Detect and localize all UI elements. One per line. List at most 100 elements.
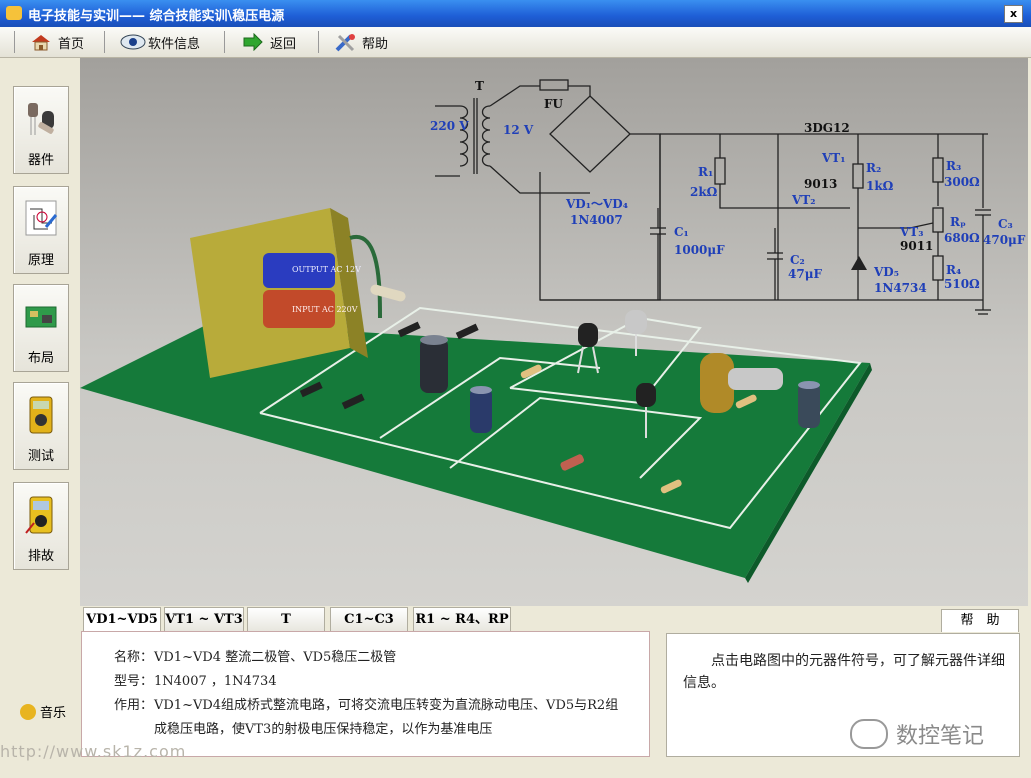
label-12v: 12 V <box>503 123 534 137</box>
toolbar-separator <box>318 31 319 53</box>
tools-icon <box>334 33 356 52</box>
close-button[interactable]: x <box>1004 5 1023 23</box>
info-key: 作用： <box>114 698 154 713</box>
home-label: 首页 <box>58 36 85 52</box>
toolbar-separator <box>104 31 105 53</box>
pcb-board[interactable] <box>80 323 870 578</box>
resistor-models[interactable] <box>520 364 758 495</box>
info-row-model: 型号：1N4007 ，1N4734 <box>114 670 277 689</box>
watermark-text: 数控笔记 <box>896 724 985 749</box>
components-icon <box>24 97 58 141</box>
sidebar-item-layout[interactable]: 布局 <box>13 284 69 372</box>
capacitor-c3-model[interactable] <box>798 381 820 428</box>
back-button[interactable]: 返回 <box>242 30 296 54</box>
title-bar: 电子技能与实训—— 综合技能实训\稳压电源 x <box>0 0 1031 27</box>
house-icon <box>30 33 52 51</box>
music-label: 音乐 <box>40 706 67 721</box>
label-rp[interactable]: Rₚ <box>950 215 966 229</box>
label-vt3[interactable]: VT₃ <box>899 225 924 239</box>
label-220v: 220 V <box>430 119 469 133</box>
sidebar-item-components[interactable]: 器件 <box>13 86 69 174</box>
info-value: VD1~VD4 整流二极管、VD5稳压二极管 <box>154 650 397 665</box>
meter-icon <box>24 493 58 537</box>
label-r3[interactable]: R₃ <box>946 159 961 173</box>
window-title: 电子技能与实训—— 综合技能实训\稳压电源 <box>28 9 285 24</box>
info-row-role-cont: 成稳压电路，使VT3的射极电压保持稳定，以作为基准电压 <box>154 718 492 737</box>
capacitor-c2-model[interactable] <box>470 386 492 433</box>
label-1n4007: 1N4007 <box>570 213 623 227</box>
help-button[interactable]: 帮助 <box>334 30 388 54</box>
watermark: 数控笔记 <box>850 718 984 750</box>
arrow-right-icon <box>242 32 264 52</box>
schematic-icon <box>24 197 58 241</box>
label-fu[interactable]: FU <box>544 97 564 111</box>
label-9011: 9011 <box>900 239 933 253</box>
label-vd5[interactable]: VD₅ <box>873 265 899 279</box>
pcb-trace <box>259 306 862 530</box>
label-c2[interactable]: C₂ <box>790 253 805 267</box>
label-2kohm: 2kΩ <box>690 185 718 199</box>
label-470uf: 470μF <box>983 233 1026 247</box>
toolbar: 首页 软件信息 返回 帮助 <box>0 27 1031 58</box>
info-row-role: 作用：VD1~VD4组成桥式整流电路，可将交流电压转变为直流脉动电压、VD5与R… <box>114 694 618 713</box>
watermark-url: http://www.sk1z.com <box>0 742 187 761</box>
sidebar-item-label: 排故 <box>27 549 54 564</box>
music-button[interactable]: 音乐 <box>20 702 66 721</box>
transformer-label-input: INPUT AC 220V <box>292 305 358 314</box>
eye-icon <box>120 33 146 51</box>
transformer-model[interactable]: OUTPUT AC 12V INPUT AC 220V <box>190 208 407 378</box>
sidebar-item-troubleshoot[interactable]: 排故 <box>13 482 69 570</box>
sidebar-item-test[interactable]: 测试 <box>13 382 69 470</box>
label-c1[interactable]: C₁ <box>674 225 689 239</box>
schematic-labels: T FU 220 V 12 V VD₁～VD₄ 1N4007 C₁ 1000μF… <box>430 79 1026 295</box>
label-t[interactable]: T <box>475 79 484 93</box>
label-510ohm: 510Ω <box>944 277 980 291</box>
transistor-vt2-model[interactable] <box>625 310 647 356</box>
main-stage: OUTPUT AC 12V INPUT AC 220V <box>80 58 1028 606</box>
potentiometer-rp-model[interactable] <box>700 353 783 413</box>
help-tab[interactable]: 帮 助 <box>941 609 1019 632</box>
tab-c1-c3[interactable]: C1~C3 <box>330 607 408 631</box>
circuit-schematic <box>435 79 991 315</box>
info-row-name: 名称：VD1~VD4 整流二极管、VD5稳压二极管 <box>114 646 396 665</box>
help-label: 帮助 <box>362 36 389 52</box>
sidebar-item-label: 器件 <box>27 153 54 168</box>
pcb-icon <box>24 295 58 339</box>
label-vd1-vd4[interactable]: VD₁～VD₄ <box>565 197 628 211</box>
label-3dg12: 3DG12 <box>804 121 850 135</box>
sidebar-item-principle[interactable]: 原理 <box>13 186 69 274</box>
label-c3[interactable]: C₃ <box>998 217 1013 231</box>
transistor-vt1-model[interactable] <box>577 323 599 374</box>
tab-vd1-vd5[interactable]: VD1~VD5 <box>83 607 161 631</box>
label-vt1[interactable]: VT₁ <box>821 151 846 165</box>
label-9013: 9013 <box>804 177 837 191</box>
zener-symbol <box>851 256 867 270</box>
stage-graphics: OUTPUT AC 12V INPUT AC 220V <box>80 79 1026 583</box>
label-vt2[interactable]: VT₂ <box>791 193 816 207</box>
label-r2[interactable]: R₂ <box>866 161 881 175</box>
diode-models[interactable] <box>299 321 479 410</box>
label-1kohm: 1kΩ <box>866 179 894 193</box>
transformer-label-output: OUTPUT AC 12V <box>292 265 361 274</box>
wechat-icon <box>850 719 888 749</box>
info-value: VD1~VD4组成桥式整流电路，可将交流电压转变为直流脉动电压、VD5与R2组 <box>154 698 619 713</box>
sidebar-item-label: 布局 <box>27 351 54 366</box>
label-r1[interactable]: R₁ <box>698 165 713 179</box>
label-r4[interactable]: R₄ <box>946 263 961 277</box>
pcb-trace <box>379 356 601 439</box>
label-680ohm: 680Ω <box>944 231 980 245</box>
transistor-vt3-model[interactable] <box>636 383 656 438</box>
tab-r1-r4-rp[interactable]: R1 ~ R4、RP <box>413 607 511 631</box>
help-panel: 点击电路图中的元器件符号，可了解元器件详细信息。 <box>666 633 1020 757</box>
software-info-button[interactable]: 软件信息 <box>120 30 200 54</box>
label-300ohm: 300Ω <box>944 175 980 189</box>
label-1n4734: 1N4734 <box>874 281 927 295</box>
info-value: 1N4007 ，1N4734 <box>154 674 277 689</box>
tab-vt1-vt3[interactable]: VT1 ~ VT3 <box>164 607 244 631</box>
toolbar-separator <box>224 31 225 53</box>
tab-t[interactable]: T <box>247 607 325 631</box>
home-button[interactable]: 首页 <box>30 30 84 54</box>
help-text: 点击电路图中的元器件符号，可了解元器件详细信息。 <box>683 653 1005 691</box>
info-value: 成稳压电路，使VT3的射极电压保持稳定，以作为基准电压 <box>154 722 493 737</box>
capacitor-c1-model[interactable] <box>420 335 448 393</box>
